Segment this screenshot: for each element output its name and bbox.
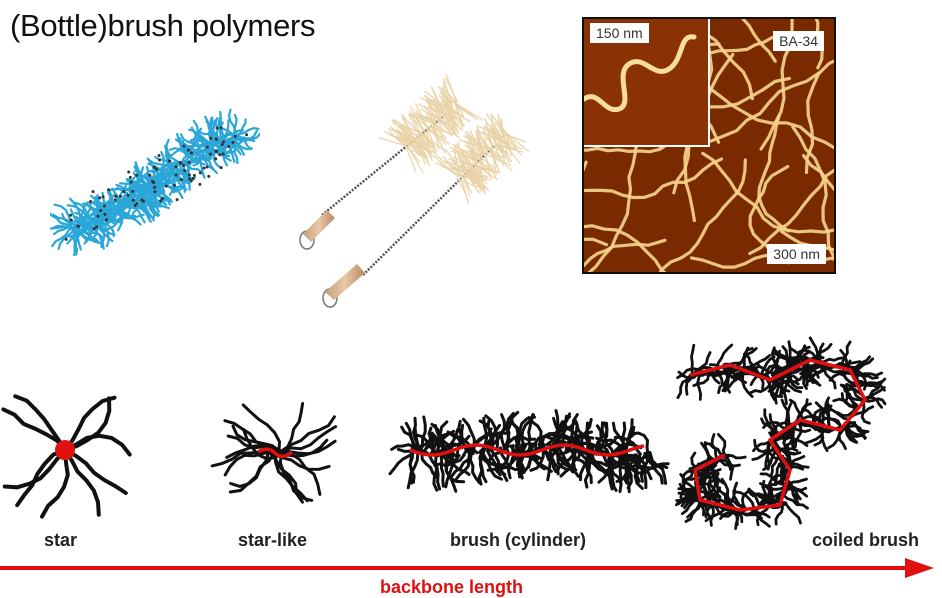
bottle-brush-2 (322, 113, 530, 308)
coiled-brush-label: coiled brush (812, 530, 920, 550)
inset-scale-label: 150 nm (590, 23, 649, 43)
coiled-brush-schematic (675, 336, 887, 530)
backbone-length-arrow (0, 558, 934, 578)
brush-cylinder-label: brush (cylinder) (450, 530, 587, 550)
star-schematic (1, 394, 132, 519)
afm-micrograph: 150 nm BA-34 300 nm (582, 17, 836, 274)
polymer-schematics (1, 336, 887, 530)
star-like-label: star-like (238, 530, 308, 550)
star-like-schematic (210, 402, 338, 504)
bottle-brushes-image (299, 73, 530, 308)
bottle-brush-1 (299, 73, 483, 250)
molecular-model-image (50, 108, 260, 257)
page-title: (Bottle)brush polymers (10, 8, 316, 43)
brush-cylinder-schematic (388, 409, 670, 494)
scale-bar-label: 300 nm (767, 244, 826, 264)
axis-label: backbone length (380, 577, 524, 597)
star-label: star (44, 530, 78, 550)
sample-label: BA-34 (773, 31, 824, 51)
